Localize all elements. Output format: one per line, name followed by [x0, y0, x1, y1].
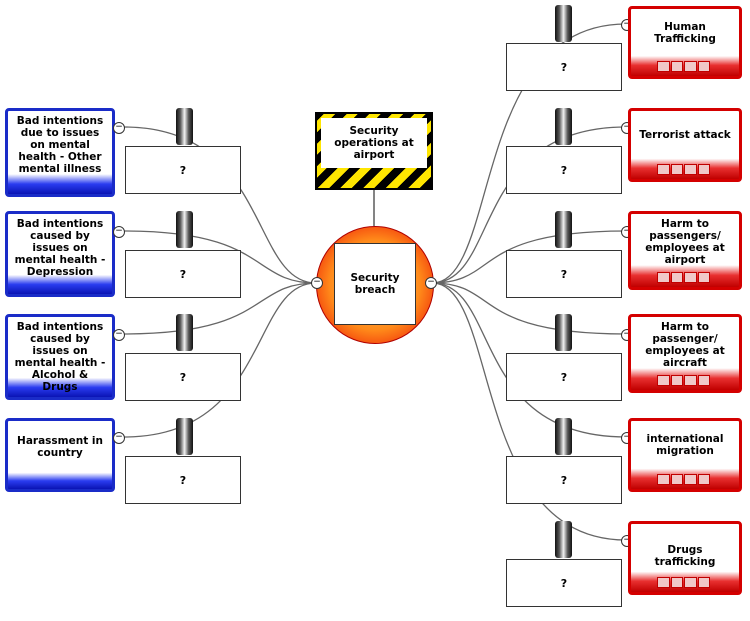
- collapse-left-handle[interactable]: −: [311, 277, 323, 289]
- barrier-clip: [176, 418, 193, 455]
- threat-label: Harassment in country: [17, 435, 103, 459]
- barrier-clip: [176, 211, 193, 248]
- risk-meter: [657, 375, 711, 386]
- consequence-box[interactable]: Human Trafficking: [628, 6, 742, 79]
- consequence-label: Terrorist attack: [639, 129, 731, 141]
- consequence-box[interactable]: Terrorist attack: [628, 108, 742, 182]
- barrier-clip: [176, 314, 193, 351]
- barrier-label: ?: [560, 473, 568, 487]
- threat-collapse-handle[interactable]: −: [113, 122, 125, 134]
- barrier-box[interactable]: ?: [125, 146, 241, 194]
- top-event[interactable]: Security breach: [316, 226, 434, 344]
- threat-box[interactable]: Bad intentions due to issues on mental h…: [5, 108, 115, 197]
- risk-meter: [657, 164, 711, 175]
- threat-box[interactable]: Bad intentions caused by issues on menta…: [5, 314, 115, 400]
- consequence-label: Harm to passenger/ employees at aircraft: [645, 321, 725, 369]
- barrier-clip: [555, 314, 572, 351]
- consequence-label: Human Trafficking: [654, 21, 716, 45]
- barrier-label: ?: [560, 163, 568, 177]
- barrier-label: ?: [560, 60, 568, 74]
- barrier-box[interactable]: ?: [506, 353, 622, 401]
- threat-label: Bad intentions caused by issues on menta…: [14, 321, 106, 393]
- consequence-box[interactable]: Harm to passenger/ employees at aircraft: [628, 314, 742, 393]
- barrier-clip: [555, 5, 572, 42]
- consequence-box[interactable]: Drugs trafficking: [628, 521, 742, 595]
- hazard-box[interactable]: Security operations at airport: [315, 112, 433, 190]
- collapse-right-handle[interactable]: −: [425, 277, 437, 289]
- consequence-box[interactable]: international migration: [628, 418, 742, 492]
- barrier-box[interactable]: ?: [125, 250, 241, 298]
- barrier-label: ?: [179, 163, 187, 177]
- barrier-label: ?: [560, 267, 568, 281]
- barrier-box[interactable]: ?: [506, 43, 622, 91]
- threat-label: Bad intentions caused by issues on menta…: [14, 218, 106, 278]
- consequence-label: international migration: [646, 433, 724, 457]
- barrier-label: ?: [560, 576, 568, 590]
- threat-collapse-handle[interactable]: −: [113, 432, 125, 444]
- barrier-clip: [555, 108, 572, 145]
- barrier-label: ?: [560, 370, 568, 384]
- barrier-box[interactable]: ?: [506, 456, 622, 504]
- threat-box[interactable]: Bad intentions caused by issues on menta…: [5, 211, 115, 297]
- consequence-label: Drugs trafficking: [654, 544, 716, 568]
- barrier-clip: [555, 521, 572, 558]
- barrier-label: ?: [179, 473, 187, 487]
- consequence-box[interactable]: Harm to passengers/ employees at airport: [628, 211, 742, 290]
- risk-meter: [657, 474, 711, 485]
- barrier-box[interactable]: ?: [125, 353, 241, 401]
- risk-meter: [657, 577, 711, 588]
- barrier-clip: [555, 211, 572, 248]
- barrier-box[interactable]: ?: [506, 250, 622, 298]
- threat-collapse-handle[interactable]: −: [113, 226, 125, 238]
- barrier-box[interactable]: ?: [506, 146, 622, 194]
- barrier-clip: [555, 418, 572, 455]
- threat-collapse-handle[interactable]: −: [113, 329, 125, 341]
- threat-box[interactable]: Harassment in country: [5, 418, 115, 492]
- top-event-label: Security breach: [334, 243, 416, 325]
- barrier-label: ?: [179, 370, 187, 384]
- threat-label: Bad intentions due to issues on mental h…: [16, 115, 104, 175]
- risk-meter: [657, 61, 711, 72]
- risk-meter: [657, 272, 711, 283]
- hazard-label: Security operations at airport: [321, 118, 427, 168]
- barrier-label: ?: [179, 267, 187, 281]
- barrier-box[interactable]: ?: [125, 456, 241, 504]
- barrier-clip: [176, 108, 193, 145]
- consequence-label: Harm to passengers/ employees at airport: [645, 218, 725, 266]
- barrier-box[interactable]: ?: [506, 559, 622, 607]
